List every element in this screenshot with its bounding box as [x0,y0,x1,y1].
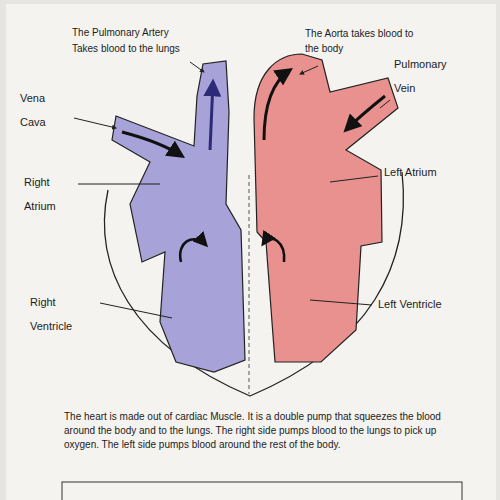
paper-sheet [6,4,496,500]
caption-label: Takes blood to the lungs [72,42,232,56]
chamber-label: Right Ventricle [30,290,92,338]
flow-arrow [264,70,290,140]
title-label: The Pulmonary Artery [72,26,232,40]
right-heart-blue [112,61,245,372]
leader-line [190,62,204,72]
chamber-label: Left Ventricle [378,292,442,316]
flow-arrow [346,96,385,130]
vessel-label: The Aorta takes blood to the body [305,26,427,56]
leader-line [310,300,372,305]
answer-box [62,482,462,500]
vessel-label: Vena Cava [20,86,70,134]
leader-line [330,176,378,182]
chamber-label: Left Atrium [384,160,440,184]
leader-line [100,303,172,318]
leader-line [78,184,160,185]
flow-arrow [122,132,182,156]
flow-arrow [210,82,213,150]
septum-line [249,175,250,394]
left-heart-red [254,54,398,362]
flow-arrow [263,239,284,262]
leader-line [74,118,116,128]
leader-line [300,66,318,74]
worksheet-paragraph: The heart is made out of cardiac Muscle.… [64,410,464,452]
flow-arrow [180,239,206,262]
leader-line [380,100,390,108]
vessel-label: Pulmonary Vein [394,52,458,100]
chamber-label: Right Atrium [24,170,76,218]
